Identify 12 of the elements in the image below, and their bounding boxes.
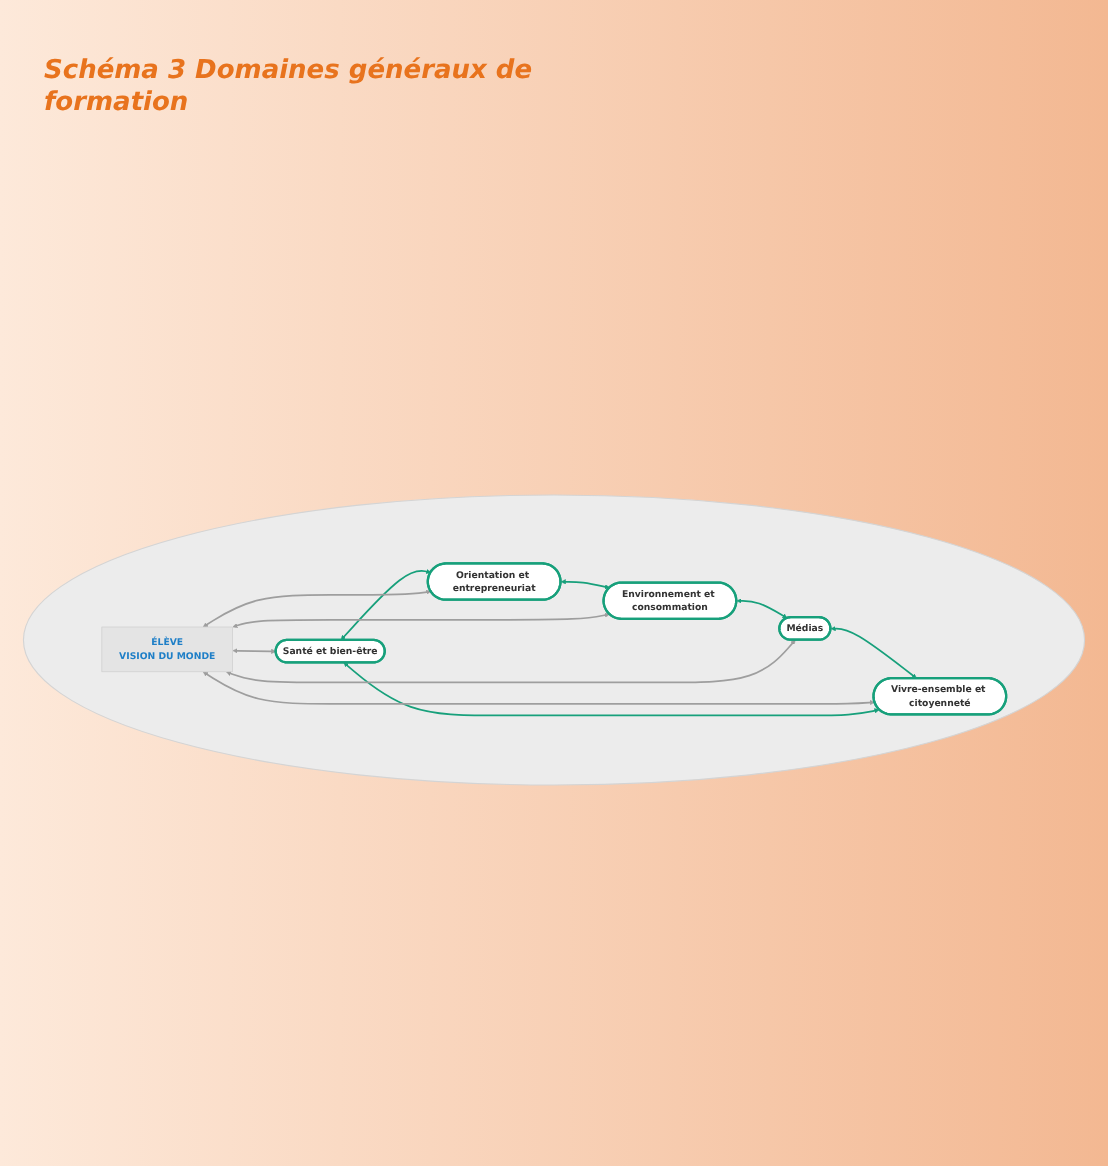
arrow: [232, 612, 610, 628]
arrow: [232, 648, 277, 654]
arrow: [736, 598, 788, 619]
arrow: [343, 662, 880, 717]
arrow: [202, 589, 432, 628]
arrow: [830, 626, 917, 679]
arrow: [226, 639, 796, 684]
cluster: [22, 494, 1086, 786]
arrow: [340, 568, 432, 641]
diagram-title: Schéma 3 Domaines généraux de formation: [44, 56, 535, 120]
arrow: [560, 579, 610, 590]
arrow: [202, 671, 875, 706]
